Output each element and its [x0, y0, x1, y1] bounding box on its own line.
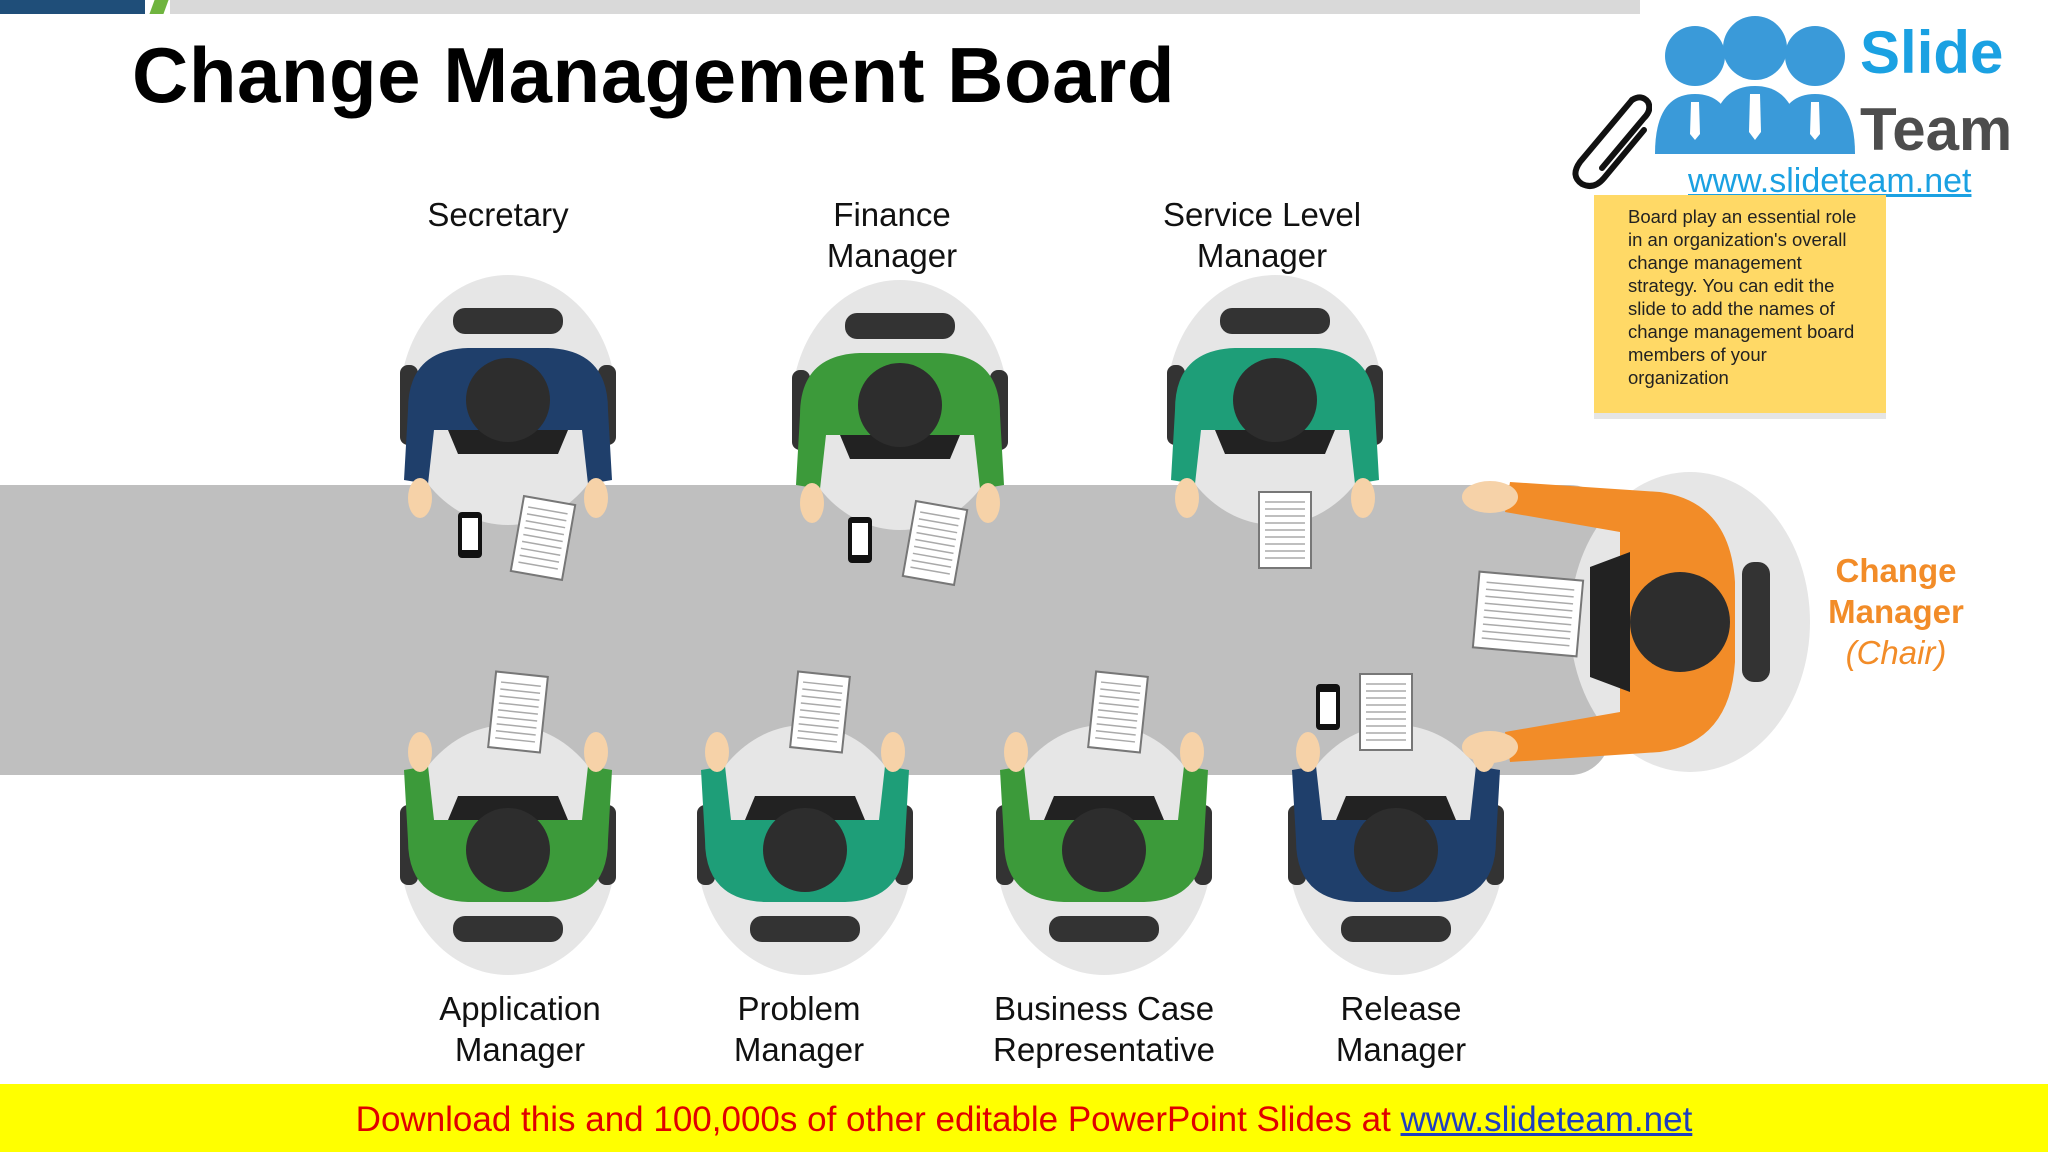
- top-accent-bar-green: [149, 0, 169, 14]
- member-label-finance-manager: Finance Manager: [826, 196, 958, 274]
- top-accent-bar-gray: [170, 0, 1650, 14]
- paperclip-icon: [1572, 94, 1652, 189]
- conference-table: [0, 485, 1610, 775]
- banner-link[interactable]: www.slideteam.net: [1400, 1100, 1693, 1139]
- member-label-service-level-manager: Service Level Manager: [1162, 196, 1362, 274]
- member-label-problem-manager: Problem Manager: [733, 990, 865, 1068]
- member-label-release-manager: Release Manager: [1335, 990, 1467, 1068]
- sticky-note: Board play an essential role in an organ…: [1594, 195, 1886, 413]
- logo-url-link[interactable]: www.slideteam.net: [1688, 162, 1972, 200]
- download-banner: Download this and 100,000s of other edit…: [0, 1084, 2048, 1152]
- logo-word-team: Team: [1860, 96, 2013, 163]
- member-label-secretary: Secretary: [427, 196, 569, 233]
- chair-label: Change Manager (Chair): [1828, 552, 1964, 671]
- top-accent-bar-navy: [0, 0, 145, 14]
- member-label-business-case-representative: Business Case Representative: [993, 990, 1215, 1068]
- note-text: Board play an essential role in an organ…: [1628, 206, 1857, 388]
- slideteam-logo[interactable]: Slide Team www.slideteam.net: [1640, 0, 2048, 200]
- people-group-icon: [1655, 16, 1855, 154]
- slide-title: Change Management Board: [132, 31, 1175, 119]
- logo-word-slide: Slide: [1860, 19, 2004, 86]
- member-label-application-manager: Application Manager: [439, 990, 601, 1068]
- banner-text: Download this and 100,000s of other edit…: [355, 1100, 1693, 1139]
